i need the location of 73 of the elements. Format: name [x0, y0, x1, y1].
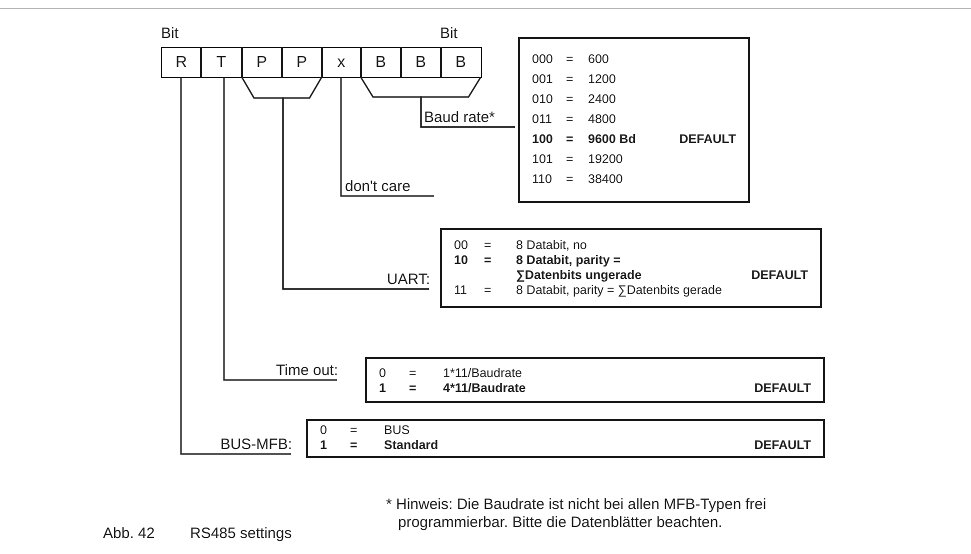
equals-sign: =: [484, 238, 492, 253]
bit-cell: R: [161, 47, 202, 78]
code-value: 0: [320, 423, 328, 438]
setting-value: BUS: [384, 423, 411, 438]
setting-value: 1*11/Baudrate: [443, 366, 523, 381]
code-value: 011: [532, 111, 553, 128]
bit-cell: P: [281, 47, 322, 78]
setting-value: 19200: [588, 151, 624, 168]
equals-sign: =: [566, 71, 574, 88]
equals-sign: =: [566, 111, 574, 128]
settings-table: [440, 228, 822, 308]
leader-line: [223, 78, 337, 381]
code-value: 1: [320, 438, 328, 453]
setting-value: 4*11/Baudrate: [443, 381, 527, 396]
field-label: UART:: [360, 271, 430, 289]
code-value: 1: [379, 381, 387, 396]
equals-sign: =: [566, 51, 574, 68]
equals-sign: =: [484, 253, 492, 269]
setting-value: 8 Databit, parity = ∑Datenbits ungerade: [516, 253, 643, 283]
bit-cell: B: [360, 47, 402, 78]
bit-cell: x: [321, 47, 362, 78]
code-value: 100: [532, 131, 554, 148]
equals-sign: =: [350, 438, 358, 453]
field-label: Time out:: [268, 362, 338, 380]
leader-line: [282, 77, 429, 290]
default-marker: DEFAULT: [679, 131, 736, 148]
bit-label: Bit: [440, 25, 458, 43]
setting-value: 1200: [588, 71, 617, 88]
code-value: 000: [532, 51, 554, 68]
field-label: Baud rate*: [424, 109, 516, 127]
setting-value: 38400: [588, 171, 624, 188]
footnote: * Hinweis: Die Baudrate ist nicht bei allen MFB-Typen frei programmierbar. Bitte die Datenblätter beachten.: [386, 496, 768, 532]
default-marker: DEFAULT: [754, 381, 811, 396]
setting-value: Standard: [384, 438, 440, 453]
setting-value: 2400: [588, 91, 617, 108]
figure-caption: RS485 settings: [190, 525, 292, 543]
setting-value: 8 Databit, no: [516, 238, 588, 253]
code-value: 101: [532, 151, 554, 168]
equals-sign: =: [484, 283, 492, 298]
settings-table: [518, 37, 750, 203]
equals-sign: =: [566, 151, 574, 168]
code-value: 10: [454, 253, 469, 269]
settings-table: [306, 419, 825, 458]
setting-value: 9600 Bd: [588, 131, 637, 148]
bit-cell: B: [400, 47, 442, 78]
field-label: BUS-MFB:: [196, 436, 292, 454]
figure-number: Abb. 42: [103, 525, 155, 543]
field-label: don't care: [345, 178, 435, 196]
code-value: 0: [379, 366, 387, 381]
bit-label: Bit: [161, 25, 179, 43]
code-value: 110: [532, 171, 553, 188]
code-value: 00: [454, 238, 469, 253]
setting-value: 600: [588, 51, 610, 68]
equals-sign: =: [566, 171, 574, 188]
leader-line: [340, 78, 434, 197]
default-marker: DEFAULT: [754, 438, 811, 453]
equals-sign: =: [409, 366, 418, 381]
bit-cell: T: [200, 47, 242, 78]
equals-sign: =: [409, 381, 418, 396]
equals-sign: =: [350, 423, 358, 438]
setting-value: 4800: [588, 111, 617, 128]
equals-sign: =: [566, 91, 574, 108]
code-value: 010: [532, 91, 554, 108]
leader-line: [180, 78, 291, 455]
default-marker: DEFAULT: [751, 268, 808, 283]
settings-table: [365, 357, 825, 403]
setting-value: 8 Databit, parity = ∑Datenbits gerade: [516, 283, 723, 298]
equals-sign: =: [566, 131, 574, 148]
bit-cell: B: [440, 47, 482, 78]
bit-cell: P: [241, 47, 282, 78]
leader-line: [420, 77, 515, 128]
code-value: 001: [532, 71, 554, 88]
code-value: 11: [454, 283, 468, 298]
